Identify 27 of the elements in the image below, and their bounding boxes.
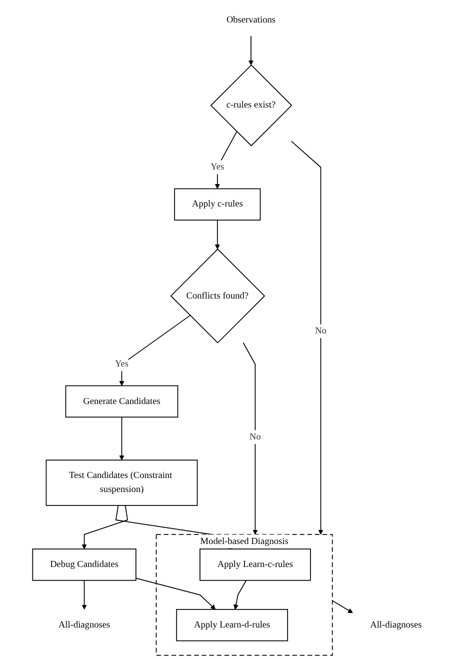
arrow bbox=[214, 220, 220, 250]
node-diamond: c-rules exist? bbox=[210, 64, 292, 146]
node-diamond: Conflicts found? bbox=[170, 248, 265, 344]
edge-label: Yes bbox=[210, 162, 224, 172]
arrow bbox=[242, 342, 258, 535]
edge-label: No bbox=[249, 432, 260, 442]
arrow bbox=[81, 580, 86, 610]
arrow bbox=[332, 600, 352, 614]
arrow bbox=[233, 580, 246, 610]
node-text: All-diagnoses bbox=[58, 620, 110, 630]
node-box: Apply Learn-d-rules bbox=[176, 609, 288, 642]
arrow bbox=[118, 315, 190, 386]
arrow bbox=[135, 578, 216, 610]
node-box: Generate Candidates bbox=[64, 385, 178, 418]
node-text: Observations bbox=[226, 15, 276, 25]
node-box: Debug Candidates bbox=[32, 548, 136, 581]
node-box: Test Candidates (Constraint suspension) bbox=[45, 460, 198, 506]
edge-label: No bbox=[314, 326, 326, 336]
arrow bbox=[81, 505, 128, 550]
edge-label: Yes bbox=[114, 359, 128, 369]
arrow bbox=[248, 36, 254, 66]
node-box: Apply Learn-c-rules bbox=[199, 548, 310, 581]
node-text: All-diagnoses bbox=[370, 620, 422, 630]
arrow bbox=[118, 416, 124, 460]
node-box: Apply c-rules bbox=[174, 188, 260, 221]
arrow bbox=[214, 131, 237, 189]
arrow bbox=[290, 140, 323, 535]
